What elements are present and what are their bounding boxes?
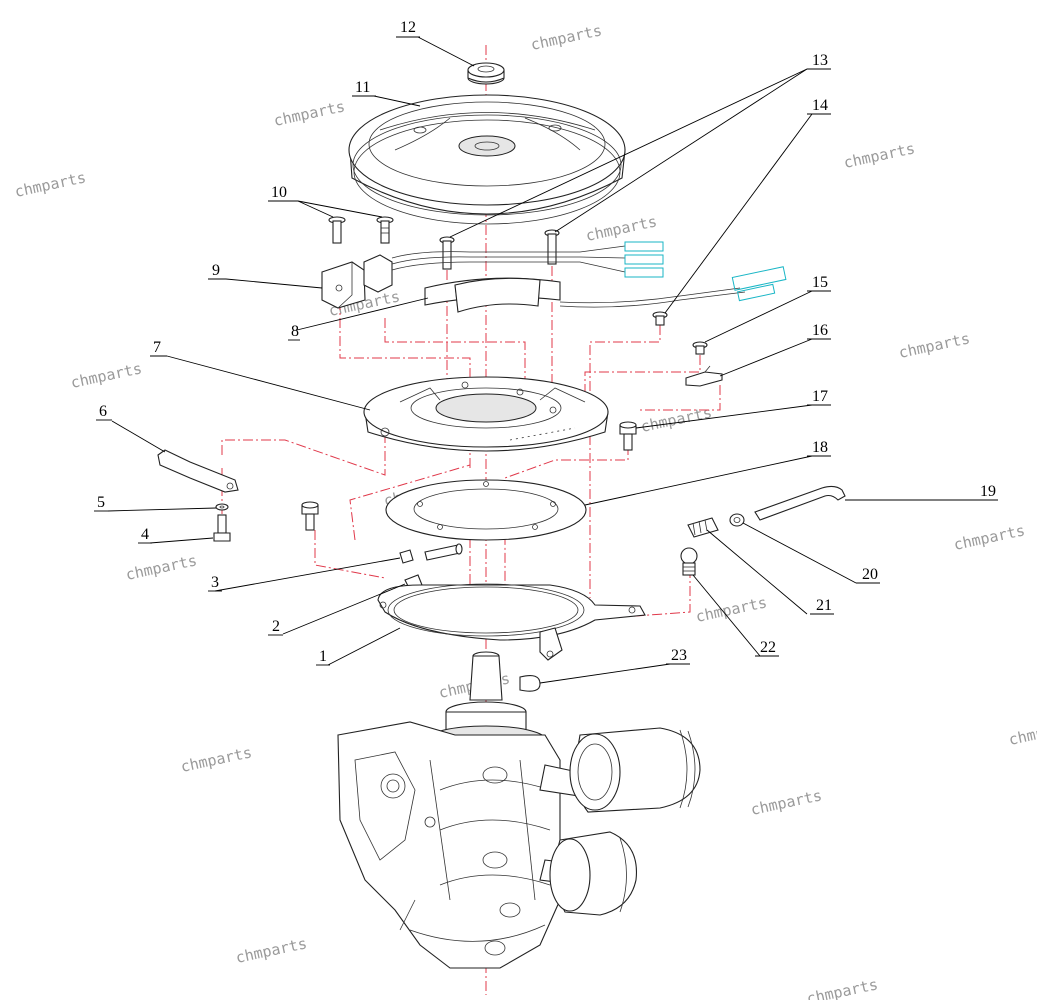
callout-21: 21: [816, 597, 832, 614]
watermark: chmparts: [69, 359, 143, 392]
callout-13: 13: [812, 52, 828, 69]
watermark: chmparts: [1007, 716, 1037, 749]
part-19-hose: [754, 485, 846, 521]
watermark: chmparts: [952, 521, 1026, 554]
watermark: chmparts: [272, 97, 346, 130]
part-16-clamp: [685, 365, 723, 387]
watermark: chmparts: [234, 934, 308, 967]
part-4-bolt: [213, 514, 231, 542]
watermark: chmparts: [124, 551, 198, 584]
part-20-nut: [729, 513, 745, 527]
watermark: chmparts: [805, 975, 879, 1000]
callout-14: 14: [812, 97, 828, 114]
wire-harness: [391, 241, 787, 308]
bolt-left: [301, 501, 319, 531]
part-3-bolt-nut: [399, 543, 463, 564]
callout-leaders: [107, 36, 998, 684]
callout-16: 16: [812, 322, 828, 339]
callout-15: 15: [812, 274, 828, 291]
watermark: chmparts: [749, 786, 823, 819]
part-9-pulser-coil: [321, 254, 393, 309]
part-23-key: [519, 675, 541, 692]
part-15-screw: [692, 341, 708, 355]
part-5-washer: [215, 503, 229, 511]
part-13-screws: [439, 229, 560, 270]
part-10-screws: [328, 216, 394, 244]
callout-5: 5: [97, 494, 105, 511]
part-11-flywheel: [348, 94, 626, 225]
part-6-bracket: [157, 449, 239, 493]
callout-18: 18: [812, 439, 828, 456]
callout-11: 11: [355, 79, 370, 96]
callout-17: 17: [812, 388, 828, 405]
callout-8: 8: [291, 323, 299, 340]
watermark: chmparts: [842, 139, 916, 172]
callout-19: 19: [980, 483, 996, 500]
callout-10: 10: [271, 184, 287, 201]
callout-20: 20: [862, 566, 878, 583]
part-14-screw: [652, 311, 668, 326]
part-21-fitting: [687, 517, 719, 538]
callout-numbers: 12 11 13 14 10 9 8 15 16 7 6 17 18 5 19 …: [94, 19, 998, 666]
callout-2: 2: [272, 618, 280, 635]
callout-9: 9: [212, 262, 220, 279]
watermark: chmparts: [13, 168, 87, 201]
callout-23: 23: [671, 647, 687, 664]
callout-7: 7: [153, 339, 161, 356]
callout-6: 6: [99, 403, 107, 420]
part-1-flange: [377, 583, 646, 661]
part-18-gasket: [385, 479, 587, 541]
part-12-flywheel-nut: [467, 62, 505, 85]
crankcase-assembly: [337, 651, 701, 969]
callout-3: 3: [211, 574, 219, 591]
watermark: chmparts: [897, 329, 971, 362]
callout-1: 1: [319, 648, 327, 665]
callout-22: 22: [760, 639, 776, 656]
callout-12: 12: [400, 19, 416, 36]
callout-4: 4: [141, 526, 149, 543]
part-7-stator-base: [363, 376, 609, 452]
watermark: chmparts: [584, 212, 658, 245]
part-8-charge-coil: [424, 277, 561, 313]
watermark: chmparts: [179, 743, 253, 776]
part-17-bolt: [619, 421, 637, 451]
part-22-plug: [680, 547, 698, 576]
watermark: chmparts: [529, 21, 603, 54]
